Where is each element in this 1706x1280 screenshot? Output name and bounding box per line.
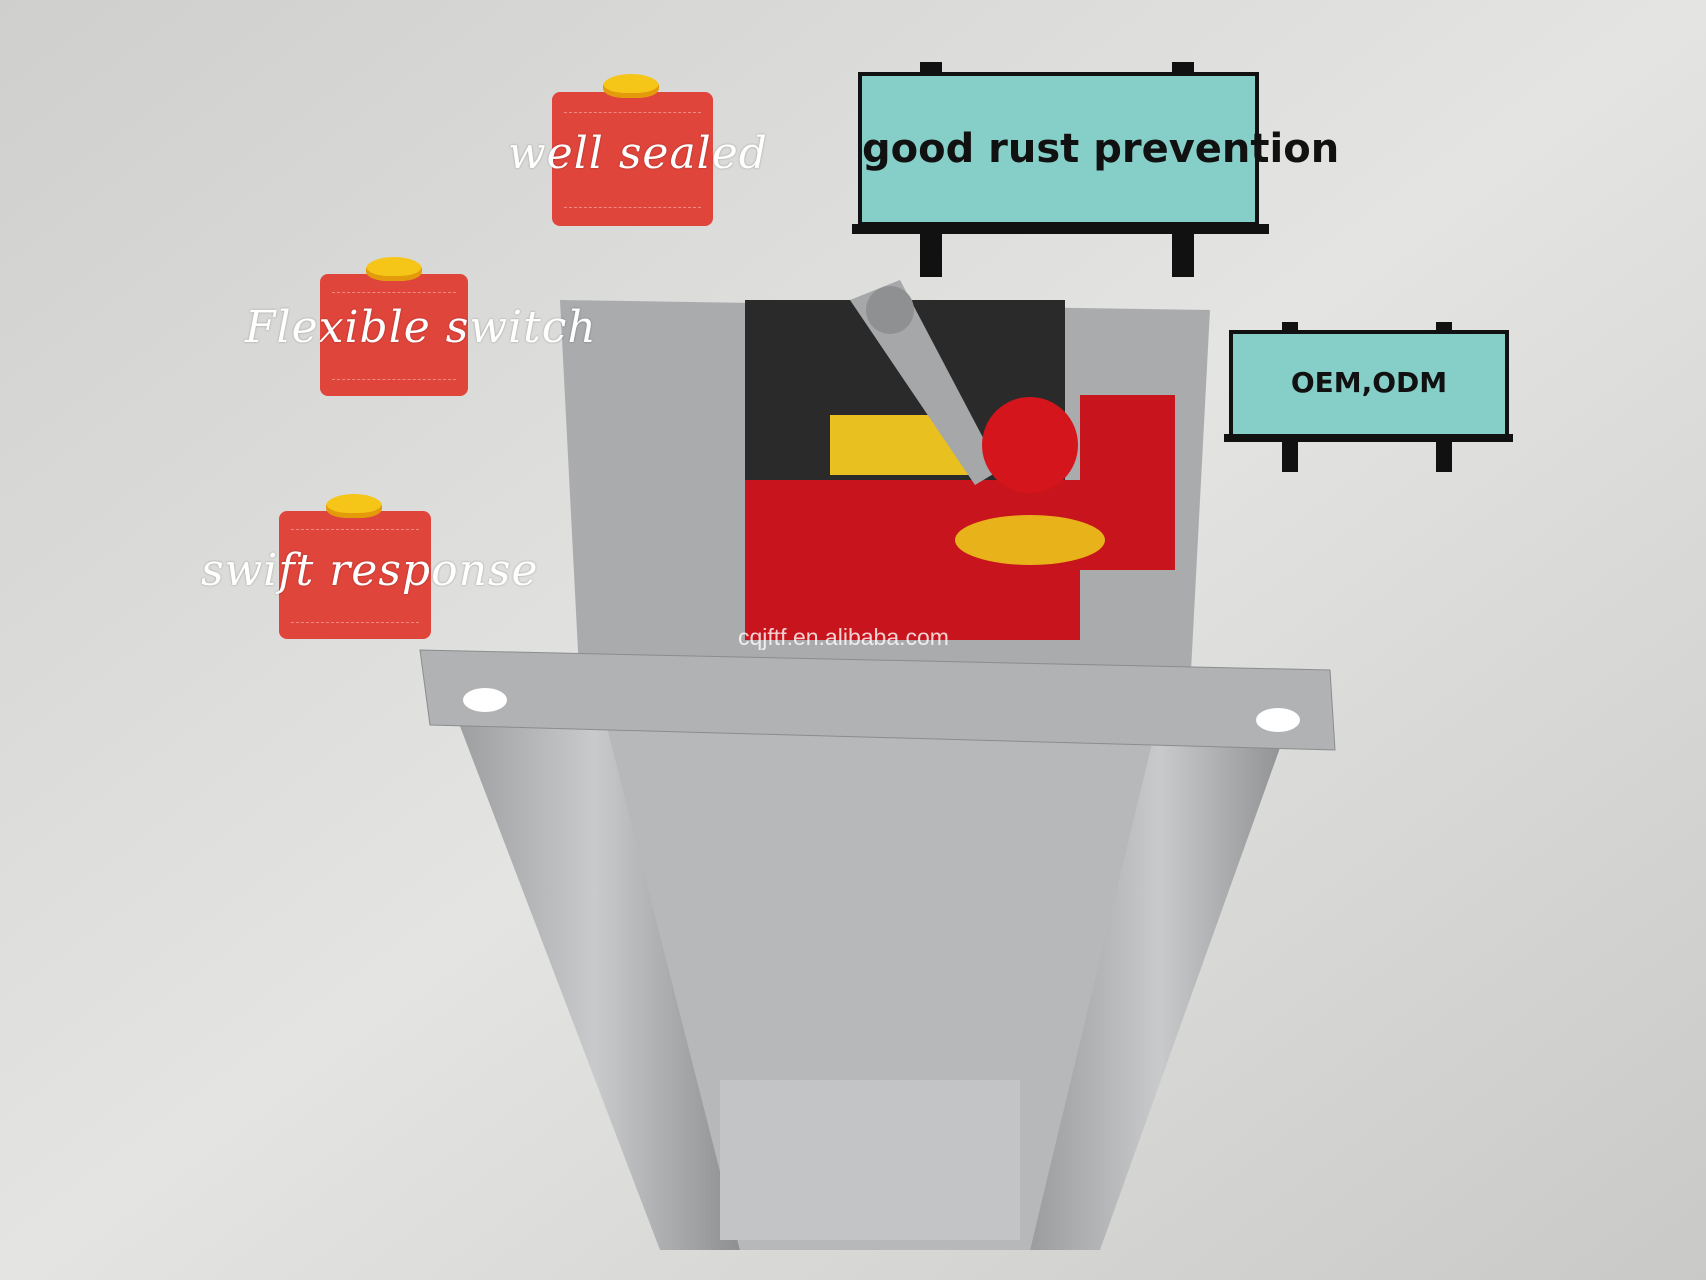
- swift-response-tag: [279, 511, 431, 639]
- actuator: [745, 280, 1175, 640]
- gold-ingot-icon: [366, 257, 422, 281]
- oem-odm-sign: OEM,ODM: [1229, 330, 1509, 438]
- sign-rail: [852, 224, 1269, 234]
- watermark: cqjftf.en.alibaba.com: [738, 624, 949, 650]
- well-sealed-tag: [552, 92, 713, 226]
- oem-odm-text: OEM,ODM: [1290, 366, 1448, 399]
- flexible-switch-tag: [320, 274, 468, 396]
- gold-ingot-icon: [326, 494, 382, 518]
- well-sealed-label: well sealed: [508, 128, 768, 179]
- gold-ingot-icon: [603, 74, 659, 98]
- sign-rail: [1224, 434, 1513, 442]
- flexible-switch-label: Flexible switch: [245, 302, 597, 353]
- swift-response-label: swift response: [201, 545, 539, 596]
- rust-prevention-text: good rust prevention: [862, 126, 1340, 172]
- rust-prevention-sign: good rust prevention: [858, 72, 1340, 226]
